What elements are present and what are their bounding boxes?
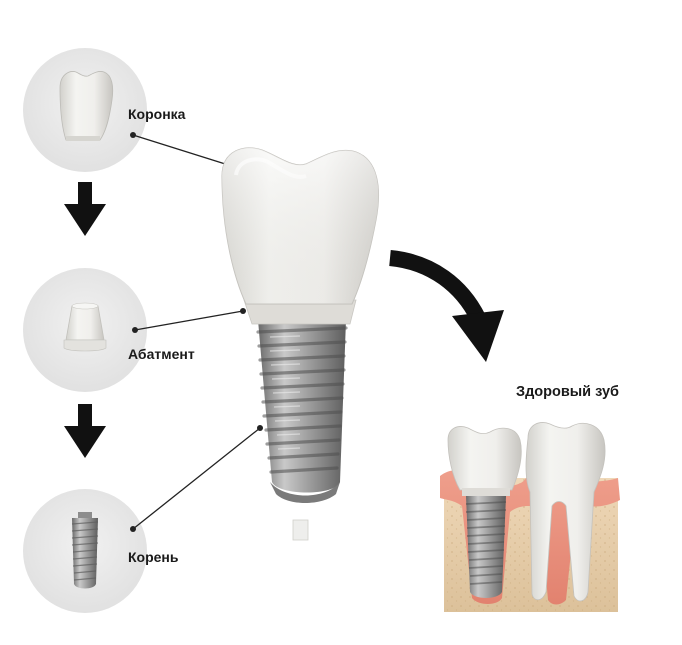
curved-arrow-icon: [389, 250, 504, 362]
implant-screw-icon: [71, 512, 99, 589]
healthy-tooth-scene: [440, 422, 620, 612]
leader-dot: [130, 526, 136, 532]
label-crown: Коронка: [128, 106, 186, 122]
abutment-icon: [63, 302, 107, 352]
leader-dot: [132, 327, 138, 333]
down-arrow-icon: [64, 182, 106, 236]
implant-screw-large: [256, 320, 348, 503]
label-root: Корень: [128, 549, 179, 565]
leader-dot: [240, 308, 246, 314]
leader-dot: [130, 132, 136, 138]
label-healthy-tooth: Здоровый зуб: [516, 384, 619, 400]
crown-icon: [59, 71, 114, 141]
down-arrow-icon: [64, 404, 106, 458]
abutment-cap-detached: [292, 519, 309, 541]
label-abutment: Абатмент: [128, 346, 195, 362]
leader-lines: [132, 134, 261, 530]
crown-large: [221, 147, 379, 305]
leader-dot: [257, 425, 263, 431]
